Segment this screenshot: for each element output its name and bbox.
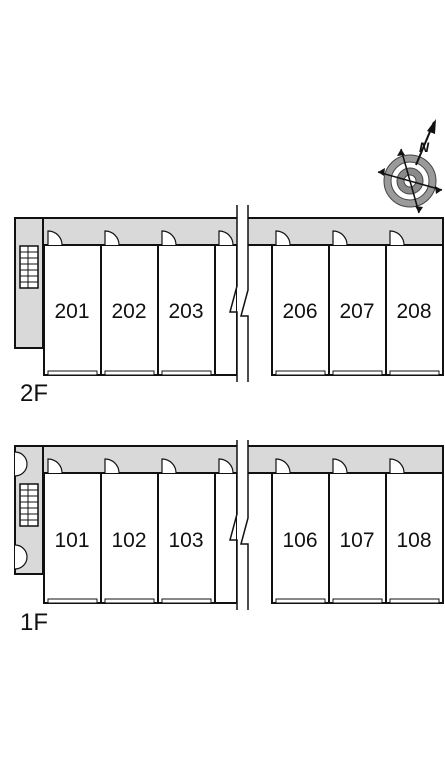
- door-icon: [14, 544, 28, 570]
- room-label-107: 107: [339, 529, 374, 552]
- unit-108: 108: [385, 458, 444, 604]
- room-label-201: 201: [54, 300, 89, 323]
- door-icon: [47, 230, 63, 246]
- unit-103: 103: [157, 458, 216, 604]
- door-icon: [275, 230, 291, 246]
- room-label-102: 102: [111, 529, 146, 552]
- door-icon: [104, 458, 120, 474]
- room-label-101: 101: [54, 529, 89, 552]
- room-label-202: 202: [111, 300, 146, 323]
- floor-label-2f: 2F: [20, 380, 48, 407]
- room-label-208: 208: [396, 300, 431, 323]
- unit-207: 207: [328, 230, 387, 376]
- room-label-206: 206: [282, 300, 317, 323]
- compass-rose-icon: N: [377, 119, 443, 214]
- unit-206: 206: [271, 230, 330, 376]
- floor-1f: 101 102 103 106 107: [14, 440, 444, 636]
- room-label-207: 207: [339, 300, 374, 323]
- break-mark: [229, 440, 249, 610]
- unit-201: 201: [43, 230, 102, 376]
- unit-202: 202: [100, 230, 159, 376]
- door-icon: [104, 230, 120, 246]
- compass-north-label: N: [419, 139, 430, 155]
- door-icon: [161, 458, 177, 474]
- staircase-icon: [19, 245, 39, 289]
- door-icon: [389, 458, 405, 474]
- unit-102: 102: [100, 458, 159, 604]
- floor-2f: 201 202 203 206 207: [14, 205, 444, 407]
- room-label-203: 203: [168, 300, 203, 323]
- unit-partial-left: [214, 458, 238, 604]
- door-icon: [389, 230, 405, 246]
- door-icon: [161, 230, 177, 246]
- unit-partial-left: [214, 230, 238, 376]
- door-icon: [275, 458, 291, 474]
- door-icon: [47, 458, 63, 474]
- unit-203: 203: [157, 230, 216, 376]
- room-label-103: 103: [168, 529, 203, 552]
- room-label-108: 108: [396, 529, 431, 552]
- door-icon: [218, 230, 234, 246]
- door-icon: [218, 458, 234, 474]
- unit-101: 101: [43, 458, 102, 604]
- unit-208: 208: [385, 230, 444, 376]
- door-icon: [332, 230, 348, 246]
- door-icon: [14, 451, 28, 477]
- unit-106: 106: [271, 458, 330, 604]
- unit-107: 107: [328, 458, 387, 604]
- floor-label-1f: 1F: [20, 609, 48, 636]
- door-icon: [332, 458, 348, 474]
- room-label-106: 106: [282, 529, 317, 552]
- break-mark: [229, 205, 249, 382]
- staircase-icon: [19, 483, 39, 527]
